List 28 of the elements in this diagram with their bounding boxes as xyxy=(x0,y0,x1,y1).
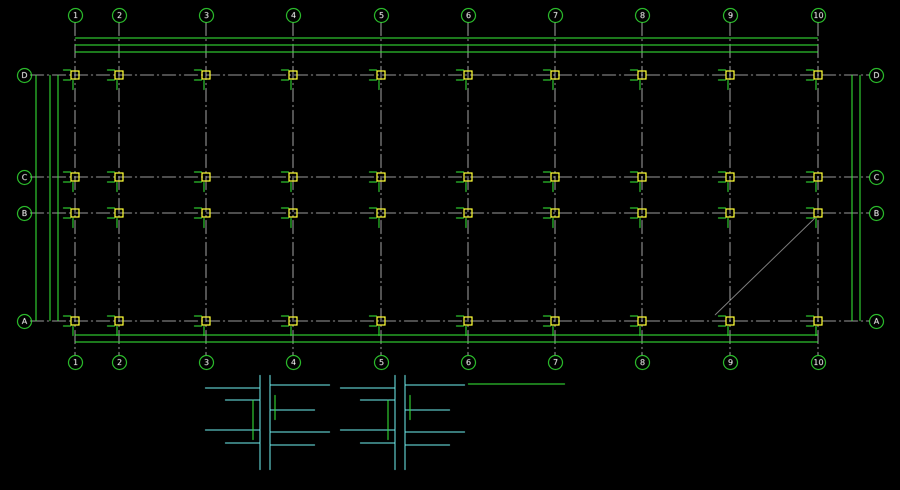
grid-axis-label: 4 xyxy=(286,355,301,370)
grid-axis-label: 6 xyxy=(461,355,476,370)
grid-axis-label: 8 xyxy=(635,355,650,370)
grid-axis-label: 7 xyxy=(548,355,563,370)
grid-axis-label: 2 xyxy=(112,8,127,23)
grid-axis-label: D xyxy=(869,68,884,83)
grid-axis-label: 9 xyxy=(723,355,738,370)
grid-axis-label: 4 xyxy=(286,8,301,23)
grid-axis-label: A xyxy=(17,314,32,329)
grid-axis-label: B xyxy=(869,206,884,221)
grid-axis-label: 7 xyxy=(548,8,563,23)
grid-axis-label: B xyxy=(17,206,32,221)
grid-axis-label: 3 xyxy=(199,8,214,23)
grid-axis-label: C xyxy=(869,170,884,185)
grid-axis-label: 5 xyxy=(374,8,389,23)
grid-axis-label: 9 xyxy=(723,8,738,23)
grid-axis-label: 3 xyxy=(199,355,214,370)
grid-axis-label: 6 xyxy=(461,8,476,23)
grid-axis-label: 5 xyxy=(374,355,389,370)
grid-axis-label: C xyxy=(17,170,32,185)
grid-axis-label: 8 xyxy=(635,8,650,23)
grid-axis-label: D xyxy=(17,68,32,83)
grid-axis-label: A xyxy=(869,314,884,329)
grid-axis-label: 10 xyxy=(811,8,826,23)
grid-axis-label: 2 xyxy=(112,355,127,370)
grid-axis-label: 10 xyxy=(811,355,826,370)
grid-axis-label: 1 xyxy=(68,8,83,23)
grid-axis-label: 1 xyxy=(68,355,83,370)
